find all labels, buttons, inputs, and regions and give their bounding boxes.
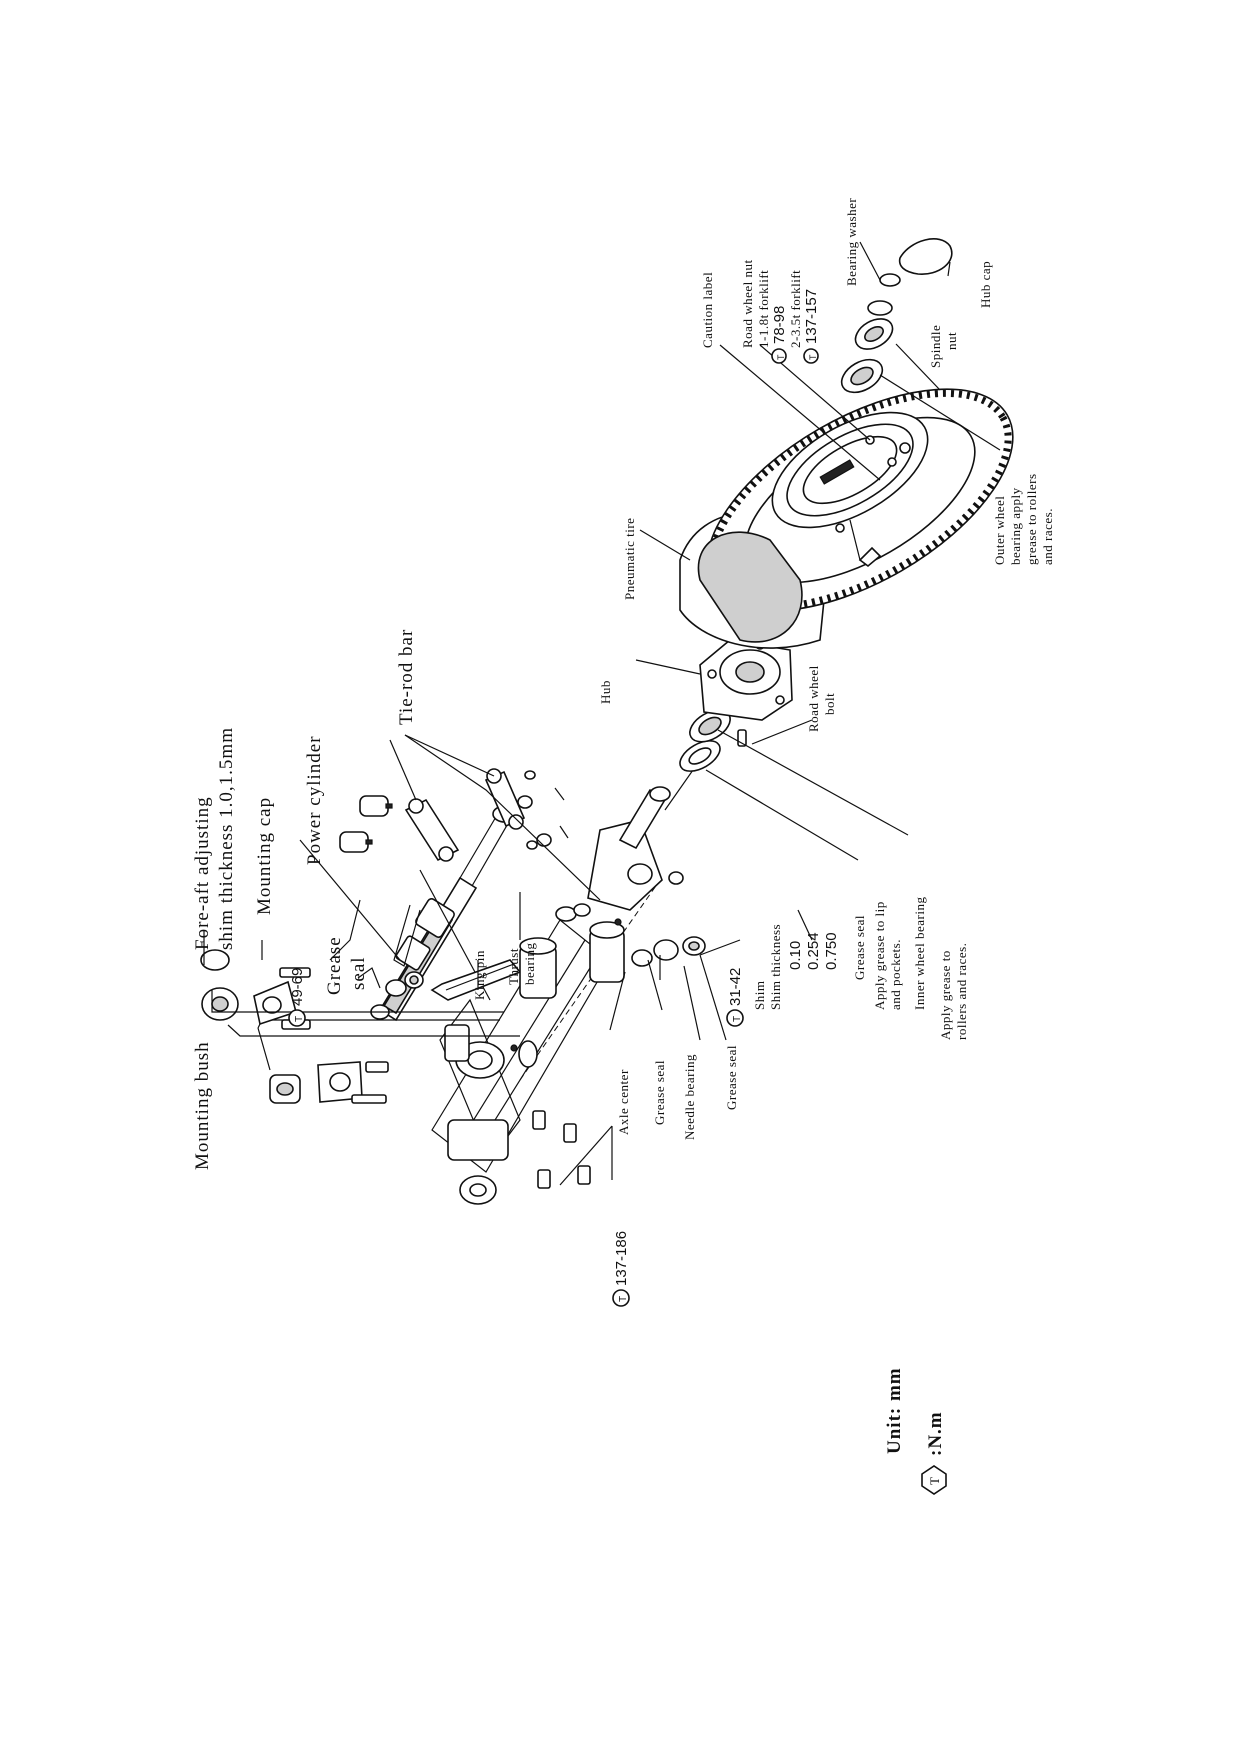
unit-legend: Unit: mm T :N.m <box>884 1367 947 1495</box>
label-king-pin: King pin <box>472 950 487 1000</box>
label-forklift-2: 2-3.5t forklift <box>788 270 803 348</box>
label-axle-center: Axle center <box>616 1069 631 1135</box>
torque-callouts: T 137-186 T 49-69 T 31-42 T 78-98 T 137-… <box>288 289 820 1307</box>
label-fore-aft-adjusting: Fore-aft adjusting <box>192 796 213 950</box>
label-forklift-1: 1-1.8t forklift <box>756 270 771 348</box>
torque-137-157: T 137-157 <box>803 289 820 364</box>
svg-text::N.m: :N.m <box>925 1411 946 1456</box>
label-thrust-bearing: Thrust <box>506 948 521 985</box>
svg-text:T: T <box>294 1016 305 1022</box>
svg-text:T: T <box>776 354 786 360</box>
svg-text:T: T <box>808 354 818 360</box>
label-hub-cap: Hub cap <box>978 261 993 308</box>
svg-text:137-186: 137-186 <box>613 1231 630 1286</box>
label-inner-wheel-bearing: Inner wheel bearing <box>912 897 927 1010</box>
label-bearing-washer: Bearing washer <box>844 198 859 286</box>
label-mounting-cap: Mounting cap <box>254 797 275 915</box>
label-road-wheel-nut: Road wheel nut <box>740 259 755 348</box>
axle-frame <box>431 879 661 1205</box>
front-mounting-bush <box>200 949 520 1037</box>
label-grease-seal-mid: Grease seal <box>652 1060 667 1125</box>
label-grease-seal-top: Grease <box>324 936 345 995</box>
torque-49-69: T 49-69 <box>288 968 306 1027</box>
king-pin-assembly <box>357 759 706 1001</box>
label-apply-lip-2: and pockets. <box>888 939 903 1010</box>
label-thrust-bearing-2: bearing <box>522 943 537 985</box>
torque-legend: T :N.m <box>921 1411 947 1495</box>
label-outer-wheel-3: grease to rollers <box>1024 473 1039 565</box>
leader-lines <box>203 241 1001 1041</box>
label-apply-lip: Apply grease to lip <box>872 901 887 1010</box>
label-grease-seal-right: Grease seal <box>852 915 867 980</box>
label-road-wheel-bolt: Road wheel <box>806 665 821 732</box>
label-needle-bearing: Needle bearing <box>682 1054 697 1140</box>
torque-137-186: T 137-186 <box>612 1231 630 1307</box>
torque-78-98: T 78-98 <box>771 306 788 364</box>
rear-mounting-bush <box>257 1019 500 1104</box>
label-apply-rollers-2: rollers and races. <box>954 943 969 1040</box>
svg-text:78-98: 78-98 <box>771 306 788 344</box>
label-outer-wheel-2: bearing apply <box>1008 487 1023 565</box>
shim-value-0-254: 0.254 <box>805 932 822 970</box>
label-shim-thickness-title: Shim thickness <box>768 924 783 1010</box>
label-outer-wheel-4: and races. <box>1040 508 1055 565</box>
label-grease-seal-top-2: seal <box>348 956 369 990</box>
label-grease-seal-low: Grease seal <box>724 1045 739 1110</box>
label-tie-rod-bar: Tie-rod bar <box>396 629 417 725</box>
label-spindle-nut: Spindle <box>928 325 943 368</box>
label-caution-label: Caution label <box>700 272 715 348</box>
outer-bearing-nut-cap <box>840 238 953 394</box>
svg-text:137-157: 137-157 <box>803 289 820 344</box>
label-shim-thickness: shim thickness 1.0,1.5mm <box>216 727 237 950</box>
shim-value-0-750: 0.750 <box>823 932 840 970</box>
hub-assembly <box>679 639 793 772</box>
torque-31-42: T 31-42 <box>726 968 744 1027</box>
diagram-labels: Mounting bush Fore-aft adjusting shim th… <box>192 198 1055 1170</box>
wheel-rim <box>771 411 929 568</box>
svg-text:T: T <box>732 1016 743 1022</box>
tie-rod-bars <box>339 768 569 1001</box>
unit-label: Unit: mm <box>884 1367 905 1454</box>
label-hub: Hub <box>598 680 613 704</box>
label-shim: Shim <box>752 981 767 1010</box>
label-outer-wheel-1: Outer wheel <box>992 496 1007 565</box>
svg-text:T: T <box>618 1296 629 1302</box>
label-mounting-bush: Mounting bush <box>192 1041 213 1170</box>
label-spindle-nut-2: nut <box>944 332 959 350</box>
label-pneumatic-tire: Pneumatic tire <box>622 518 637 600</box>
shim-value-0-10: 0.10 <box>787 941 804 970</box>
label-power-cylinder: Power cylinder <box>304 735 325 865</box>
mounting-bolts <box>532 1110 613 1189</box>
label-road-wheel-bolt-2: bolt <box>822 693 837 715</box>
svg-text:T: T <box>927 1477 942 1485</box>
svg-text:49-69: 49-69 <box>289 968 306 1006</box>
label-apply-rollers: Apply grease to <box>938 950 953 1040</box>
svg-text:31-42: 31-42 <box>727 968 744 1006</box>
